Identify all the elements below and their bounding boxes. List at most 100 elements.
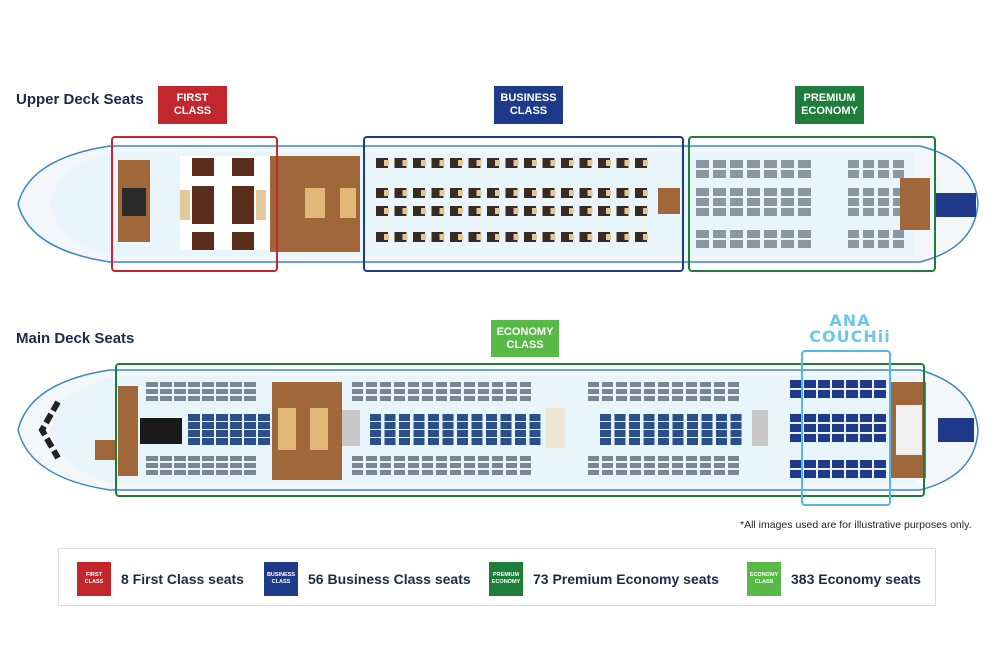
economy-seat (506, 389, 517, 394)
economy-seat (352, 396, 363, 401)
economy-seat (442, 422, 454, 429)
economy-seat (486, 438, 497, 445)
upper-galley (658, 188, 680, 214)
economy-seat (629, 414, 640, 421)
business-seat (635, 158, 647, 168)
business-seat (394, 188, 407, 198)
economy-seat (716, 414, 727, 421)
economy-seat (230, 414, 242, 421)
premium-seat (747, 240, 760, 248)
business-seat-pad (643, 208, 648, 214)
economy-seat (643, 422, 655, 429)
economy-seat (700, 389, 711, 394)
economy-seat (188, 382, 200, 387)
business-seat-pad (421, 234, 426, 240)
business-seat (561, 188, 573, 198)
premium-seat (713, 160, 726, 168)
economy-seat (492, 389, 503, 394)
economy-seat (529, 414, 541, 421)
business-seat-pad (532, 160, 537, 166)
premium-seat (764, 170, 777, 178)
legend-premium-badge: PREMIUM ECONOMY (489, 562, 523, 596)
economy-seat (804, 424, 816, 432)
premium-seat (798, 230, 811, 238)
economy-seat (600, 422, 611, 429)
business-class-tag: BUSINESS CLASS (494, 86, 563, 124)
economy-seat (588, 389, 599, 394)
business-seat (468, 206, 481, 216)
legend-premium: PREMIUM ECONOMY 73 Premium Economy seats (489, 562, 719, 596)
economy-seat (188, 422, 200, 429)
economy-seat (230, 456, 242, 461)
economy-seat (216, 389, 228, 394)
premium-seat (863, 188, 874, 196)
business-seat (579, 158, 592, 168)
economy-seat (160, 463, 172, 468)
economy-seat (846, 434, 858, 442)
business-seat (431, 188, 444, 198)
economy-seat (714, 463, 725, 468)
premium-seat (730, 170, 743, 178)
economy-seat (588, 396, 599, 401)
premium-seat (747, 208, 760, 216)
economy-seat (529, 422, 541, 429)
economy-seat (614, 438, 626, 445)
economy-seat (450, 382, 461, 387)
business-seat-pad (439, 190, 445, 196)
economy-seat (846, 390, 858, 398)
economy-seat (471, 414, 483, 421)
economy-seat (244, 414, 256, 421)
economy-seat (230, 422, 242, 429)
business-seat-pad (458, 160, 463, 166)
premium-seat (878, 240, 889, 248)
premium-seat (764, 208, 777, 216)
economy-seat (602, 382, 613, 387)
business-seat (376, 158, 388, 168)
economy-seat (471, 422, 483, 429)
premium-seat (781, 170, 794, 178)
premium-seat (696, 188, 709, 196)
economy-seat (244, 422, 256, 429)
premium-seat (893, 230, 904, 238)
economy-seat (244, 389, 256, 394)
business-seat-pad (402, 160, 408, 166)
economy-seat (216, 456, 228, 461)
economy-seat (457, 422, 468, 429)
economy-seat (486, 430, 497, 437)
business-seat-pad (587, 234, 593, 240)
economy-seat (366, 382, 377, 387)
business-seat-pad (587, 208, 593, 214)
economy-seat (644, 456, 655, 461)
business-seat (376, 188, 388, 198)
economy-seat (366, 470, 377, 475)
upper-premium-seats (696, 160, 904, 248)
economy-seat (188, 389, 200, 394)
economy-seat (464, 470, 475, 475)
business-seat (505, 158, 518, 168)
business-seat (394, 158, 407, 168)
economy-seat (500, 414, 512, 421)
economy-seat (202, 456, 214, 461)
business-seat-pad (587, 190, 593, 196)
economy-seat (804, 470, 816, 478)
economy-seat (384, 422, 396, 429)
upper-rear-galley (900, 178, 930, 230)
economy-seat (146, 389, 158, 394)
economy-seat (202, 430, 214, 437)
economy-seat (428, 430, 439, 437)
economy-seat (515, 430, 526, 437)
economy-seat (804, 434, 816, 442)
economy-seat (818, 390, 830, 398)
business-seat-pad (624, 234, 630, 240)
economy-seat (394, 463, 405, 468)
economy-seat (160, 382, 172, 387)
economy-seat (216, 396, 228, 401)
economy-seat (492, 463, 503, 468)
economy-seat (730, 422, 742, 429)
business-seat (505, 188, 518, 198)
business-seat-pad (439, 234, 445, 240)
economy-seat (428, 422, 439, 429)
economy-seat (244, 463, 256, 468)
premium-seat (730, 208, 743, 216)
business-seat-pad (587, 160, 593, 166)
